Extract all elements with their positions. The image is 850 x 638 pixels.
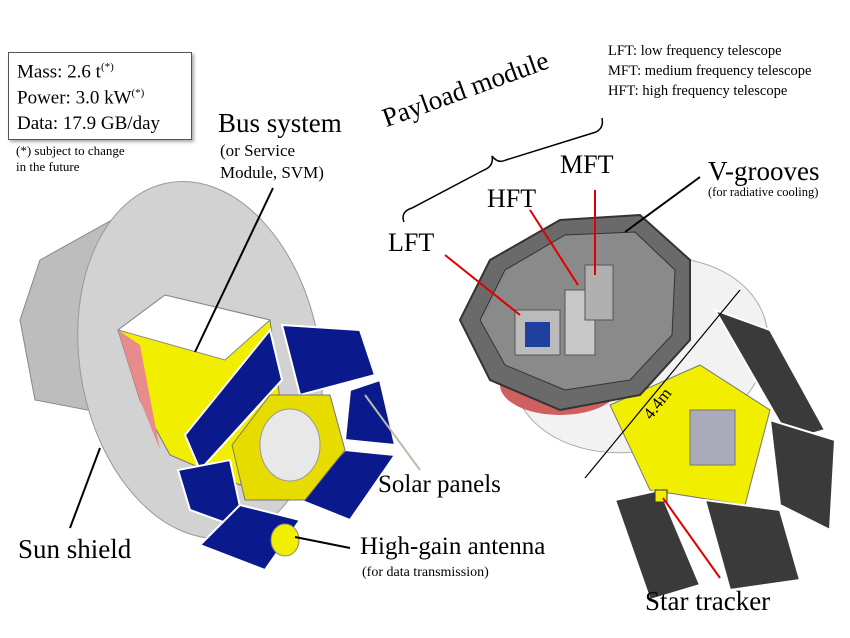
label-lft: LFT xyxy=(388,228,435,257)
legend-item: LFT: low frequency telescope xyxy=(608,43,782,59)
label-bus-sub: (or Service xyxy=(220,141,296,160)
left-spacecraft xyxy=(19,181,421,572)
mft-telescope xyxy=(584,264,614,321)
label-sun-shield: Sun shield xyxy=(18,534,132,564)
label-v-grooves-sub: (for radiative cooling) xyxy=(708,185,819,199)
footnote: in the future xyxy=(16,159,80,174)
label-bus-sub: Module, SVM) xyxy=(220,163,324,182)
legend-item: MFT: medium frequency telescope xyxy=(608,63,812,79)
right-panel xyxy=(703,498,802,592)
label-v-grooves: V-grooves xyxy=(708,156,820,186)
high-gain-antenna xyxy=(270,523,300,557)
right-spacecraft xyxy=(402,117,837,602)
specs-box: Mass: 2.6 t(*) Power: 3.0 kW(*) Data: 17… xyxy=(8,52,192,140)
label-solar-panels: Solar panels xyxy=(378,471,501,498)
bus-top xyxy=(116,294,272,361)
solar-panel xyxy=(343,378,397,447)
label-antenna: High-gain antenna xyxy=(360,533,546,560)
label-hft: HFT xyxy=(487,184,537,213)
front-port xyxy=(259,408,321,482)
payload-brace xyxy=(402,117,604,223)
solar-panel xyxy=(183,327,284,472)
spec-data: Data: 17.9 GB/day xyxy=(17,113,161,134)
dimension-line xyxy=(584,289,741,479)
solar-panel xyxy=(198,503,302,572)
spec-mass: Mass: 2.6 t(*) xyxy=(17,61,114,83)
label-bus-system: Bus system xyxy=(218,108,342,138)
legend-item: HFT: high frequency telescope xyxy=(608,83,788,99)
label-antenna-sub: (for data transmission) xyxy=(362,565,489,580)
bus-pink-band xyxy=(118,330,160,450)
solar-panel xyxy=(280,323,377,397)
footnote: (*) subject to change xyxy=(16,143,125,158)
label-mft: MFT xyxy=(560,150,614,179)
right-panel xyxy=(712,308,827,442)
label-star-tracker: Star tracker xyxy=(645,586,771,616)
right-panel xyxy=(613,488,702,602)
right-panel xyxy=(768,418,837,532)
spec-power: Power: 3.0 kW(*) xyxy=(17,87,145,109)
